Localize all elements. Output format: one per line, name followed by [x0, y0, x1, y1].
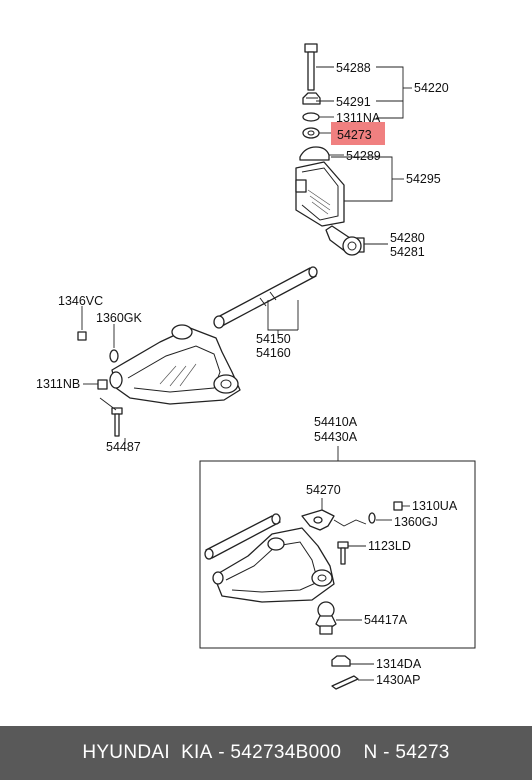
- label-1360gj: 1360GJ: [394, 515, 438, 529]
- label-1310ua: 1310UA: [412, 499, 458, 513]
- bumper-54289: [299, 146, 330, 161]
- label-54291: 54291: [336, 95, 371, 109]
- svg-text:54291: 54291: [336, 95, 371, 109]
- label-54288: 54288: [336, 61, 371, 75]
- svg-text:54288: 54288: [336, 61, 371, 75]
- highlight-54273: [331, 122, 385, 145]
- svg-text:54289: 54289: [346, 149, 381, 163]
- reference-number: 54273: [395, 742, 450, 763]
- label-54410a: 54410A: [314, 415, 358, 429]
- nut-1310ua: [393, 501, 403, 511]
- label-54289: 54289: [346, 149, 381, 163]
- svg-text:54220: 54220: [414, 81, 449, 95]
- nut-1311nb: [97, 379, 108, 390]
- nut-1311na: [302, 112, 320, 122]
- svg-text:54270: 54270: [306, 483, 341, 497]
- parts-diagram: 54288 54220 54291 1311NA 54273 54289 542…: [36, 43, 476, 690]
- part-info-footer: HYUNDAI KIA - 542734B000 N - 54273: [0, 726, 532, 780]
- label-54280: 54280: [390, 231, 425, 245]
- bolt-54288: [304, 43, 318, 91]
- washer-1360gj: [368, 512, 376, 524]
- svg-text:54487: 54487: [106, 440, 141, 454]
- svg-text:1430AP: 1430AP: [376, 673, 420, 687]
- separator-2: -: [377, 742, 396, 763]
- label-54295: 54295: [406, 172, 441, 186]
- label-54150: 54150: [256, 332, 291, 346]
- label-54160: 54160: [256, 346, 291, 360]
- castle-nut-1314da: [331, 655, 351, 667]
- bolt-54487: [111, 407, 123, 437]
- bracket-54295: [295, 161, 345, 227]
- label-54281: 54281: [390, 245, 425, 259]
- svg-text:1314DA: 1314DA: [376, 657, 422, 671]
- nut-1346vc: [77, 331, 87, 341]
- cotter-pin-1430ap: [331, 675, 359, 690]
- svg-text:54273: 54273: [337, 128, 372, 142]
- svg-text:54160: 54160: [256, 346, 291, 360]
- svg-text:54280: 54280: [390, 231, 425, 245]
- svg-text:1346VC: 1346VC: [58, 294, 103, 308]
- washer-54273: [302, 127, 320, 139]
- svg-text:54295: 54295: [406, 172, 441, 186]
- stopper-54280: [325, 225, 365, 256]
- svg-text:54430A: 54430A: [314, 430, 358, 444]
- label-54430a: 54430A: [314, 430, 358, 444]
- svg-text:1360GJ: 1360GJ: [394, 515, 438, 529]
- label-1314da: 1314DA: [376, 657, 422, 671]
- lower-arm-assembly: [204, 513, 335, 603]
- separator-1: -: [212, 742, 231, 763]
- n-label: N: [363, 742, 378, 763]
- svg-text:54417A: 54417A: [364, 613, 408, 627]
- svg-text:54150: 54150: [256, 332, 291, 346]
- label-54273: 54273: [337, 128, 372, 142]
- svg-text:1310UA: 1310UA: [412, 499, 458, 513]
- label-1360gk: 1360GK: [96, 311, 143, 325]
- washer-1360gk: [109, 349, 119, 363]
- label-54220: 54220: [414, 81, 449, 95]
- brand-label: HYUNDAI KIA: [82, 742, 213, 763]
- label-1430ap: 1430AP: [376, 673, 420, 687]
- bolt-1123ld: [337, 541, 349, 565]
- assembly-box: [199, 460, 476, 649]
- nut-54291: [302, 92, 321, 105]
- label-1123ld: 1123LD: [368, 539, 411, 553]
- label-54417a: 54417A: [364, 613, 408, 627]
- svg-text:1311NB: 1311NB: [36, 377, 80, 391]
- bracket-54270: [301, 509, 335, 531]
- label-1311na: 1311NA: [336, 111, 381, 125]
- label-1346vc: 1346VC: [58, 294, 103, 308]
- upper-arm: [109, 324, 241, 405]
- svg-text:1311NA: 1311NA: [336, 111, 381, 125]
- shaft-54150: [213, 266, 318, 329]
- part-number: 542734B000: [230, 742, 342, 763]
- label-54270: 54270: [306, 483, 341, 497]
- svg-text:1123LD: 1123LD: [368, 539, 411, 553]
- spacer: [341, 742, 363, 764]
- label-1311nb: 1311NB: [36, 377, 80, 391]
- svg-text:1360GK: 1360GK: [96, 311, 143, 325]
- ball-joint-54417a: [315, 601, 337, 635]
- svg-text:54281: 54281: [390, 245, 425, 259]
- svg-text:54410A: 54410A: [314, 415, 358, 429]
- label-54487: 54487: [106, 440, 141, 454]
